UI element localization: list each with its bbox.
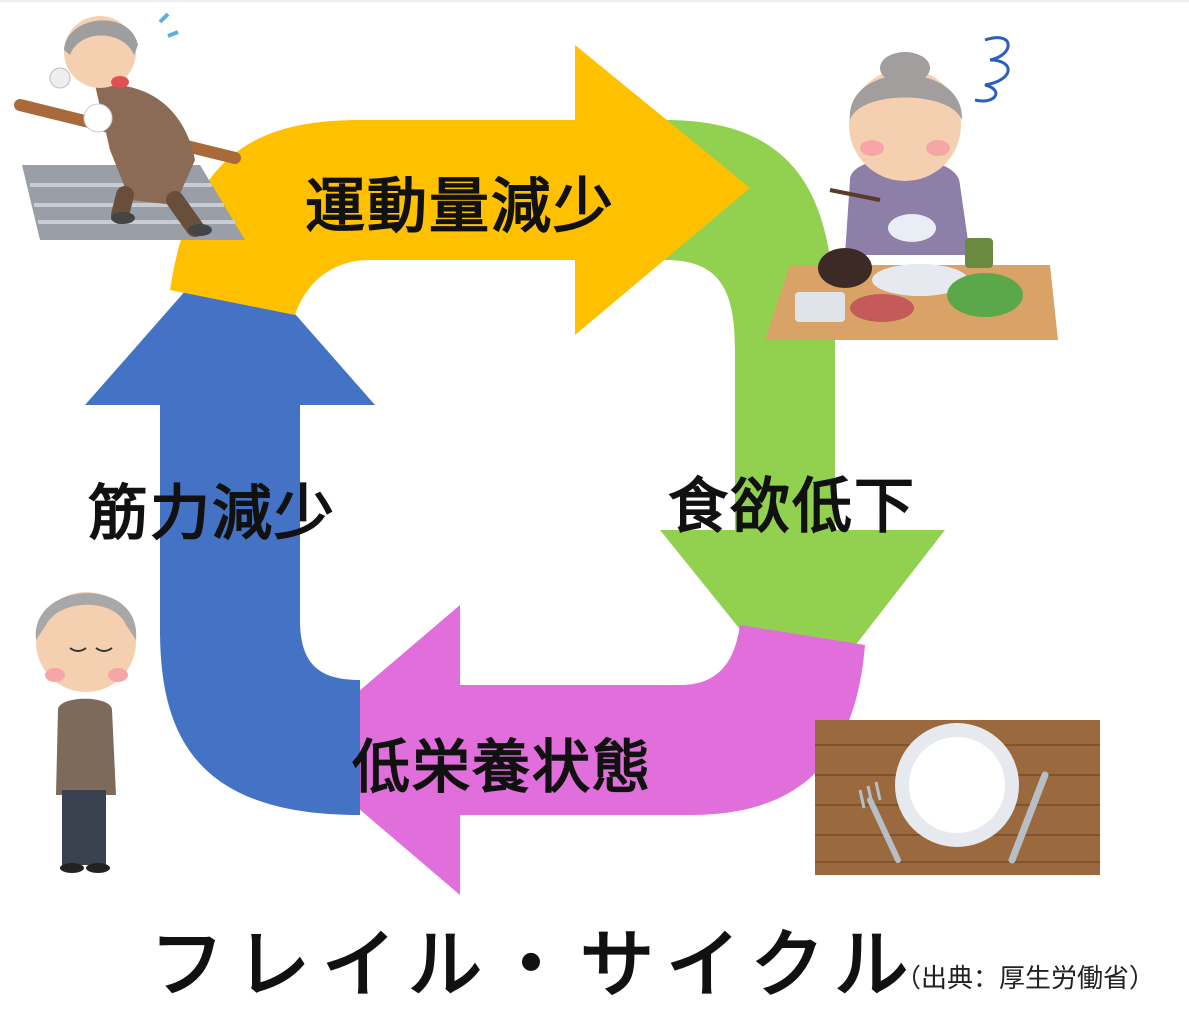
step-label-muscle-decrease: 筋力減少 [88,479,336,549]
diagram-title: フレイル・サイクル [150,922,921,1008]
empty-plate-illustration [815,720,1100,875]
cycle-arrow-yellow [170,45,750,335]
step-label-undernutrition: 低栄養状態 [352,733,653,801]
elderly-man-stairs-illustration [14,12,245,240]
cycle-arrow-blue [85,240,375,815]
source-citation: （出典：厚生労働省） [895,964,1156,994]
cycle-arrow-green [660,120,945,710]
step-label-exercise-decrease: 運動量減少 [305,172,615,242]
elderly-woman-eating-illustration [765,36,1058,340]
elderly-man-standing-illustration [35,592,137,873]
cycle-arrow-pink [290,605,865,895]
step-label-appetite-loss: 食欲低下 [668,472,916,542]
